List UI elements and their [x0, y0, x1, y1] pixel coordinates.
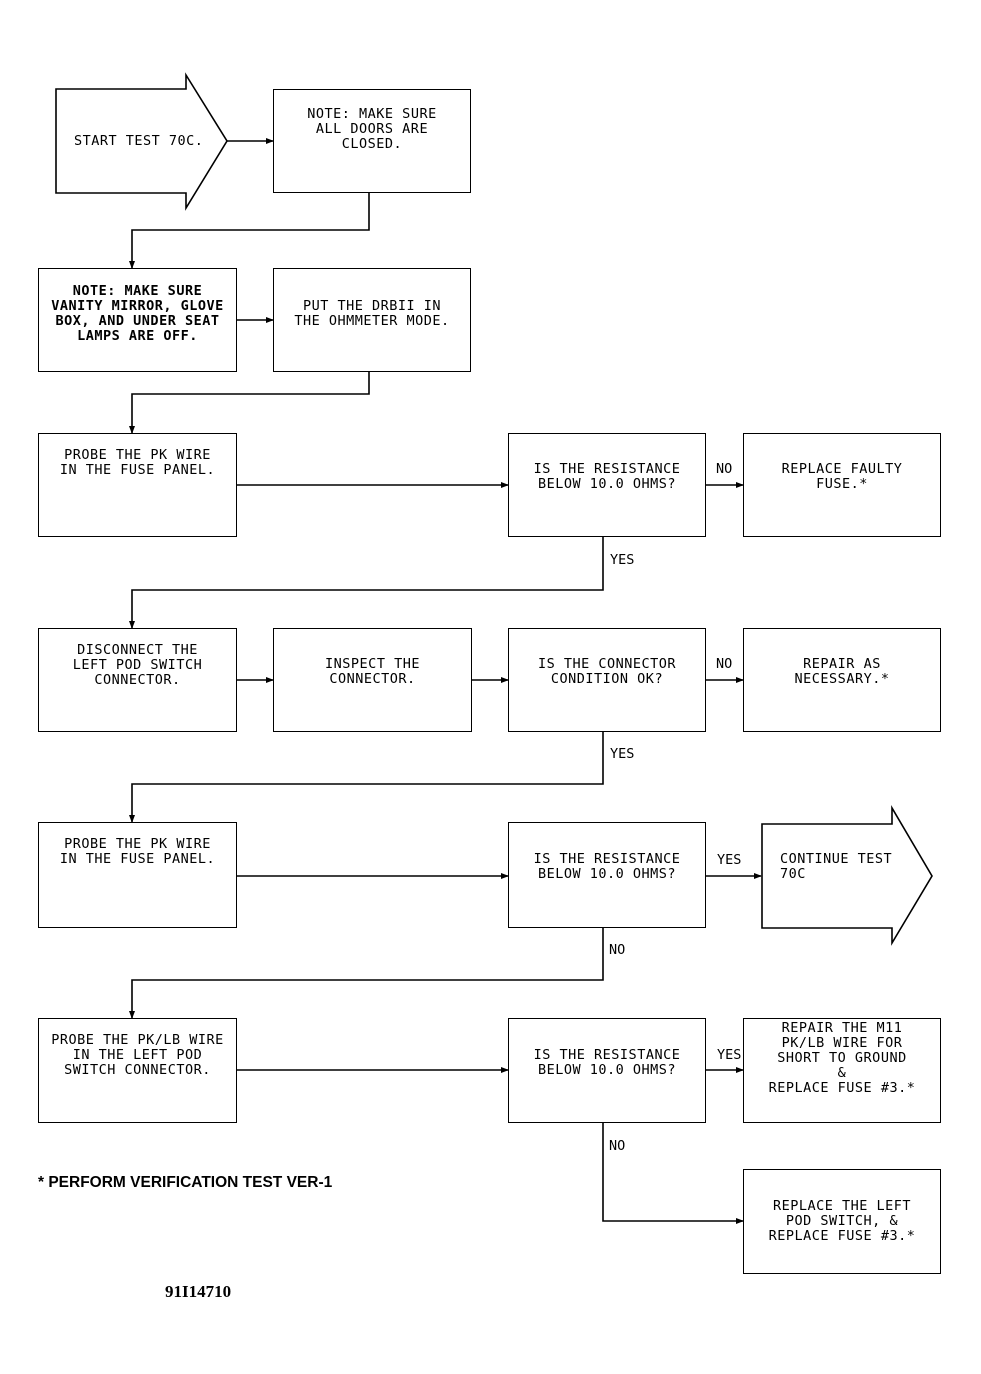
start-arrow-shape: [55, 72, 228, 211]
q2-yes-label: YES: [610, 746, 635, 762]
q1-no-label: NO: [716, 461, 733, 477]
repair-m11-box: REPAIR THE M11 PK/LB WIRE FOR SHORT TO G…: [743, 1018, 941, 1123]
note-doors-text: NOTE: MAKE SURE ALL DOORS ARE CLOSED.: [307, 105, 437, 152]
repair-as-necessary-box: REPAIR AS NECESSARY.*: [743, 628, 941, 732]
verification-footnote: * PERFORM VERIFICATION TEST VER-1: [38, 1174, 333, 1191]
replace-pod-switch-box: REPLACE THE LEFT POD SWITCH, & REPLACE F…: [743, 1169, 941, 1274]
repair-as-necessary-text: REPAIR AS NECESSARY.*: [794, 656, 890, 687]
start-test-label: START TEST 70C.: [74, 133, 204, 149]
probe-pk-wire-box-1: PROBE THE PK WIRE IN THE FUSE PANEL.: [38, 433, 237, 537]
continue-arrow-shape: [761, 805, 933, 946]
connector-condition-text: IS THE CONNECTOR CONDITION OK?: [537, 656, 677, 687]
connector-condition-question: IS THE CONNECTOR CONDITION OK?: [508, 628, 706, 732]
note-doors-box: NOTE: MAKE SURE ALL DOORS ARE CLOSED.: [273, 89, 471, 193]
probe-pk-wire-box-2: PROBE THE PK WIRE IN THE FUSE PANEL.: [38, 822, 237, 928]
figure-id: 91I14710: [165, 1282, 232, 1301]
q4-no-label: NO: [609, 1138, 626, 1154]
note-lamps-box: NOTE: MAKE SURE VANITY MIRROR, GLOVE BOX…: [38, 268, 237, 372]
note-lamps-text: NOTE: MAKE SURE VANITY MIRROR, GLOVE BOX…: [51, 283, 224, 344]
probe-pk-lb-wire-text: PROBE THE PK/LB WIRE IN THE LEFT POD SWI…: [51, 1032, 224, 1078]
inspect-box: INSPECT THE CONNECTOR.: [273, 628, 472, 732]
resistance-question-3: IS THE RESISTANCE BELOW 10.0 OHMS?: [508, 1018, 706, 1123]
replace-faulty-fuse-box: REPLACE FAULTY FUSE.*: [743, 433, 941, 537]
disconnect-text: DISCONNECT THE LEFT POD SWITCH CONNECTOR…: [72, 642, 203, 688]
probe-pk-wire-text-1: PROBE THE PK WIRE IN THE FUSE PANEL.: [59, 447, 216, 478]
q4-yes-label: YES: [717, 1047, 742, 1063]
drbii-box: PUT THE DRBII IN THE OHMMETER MODE.: [273, 268, 471, 372]
replace-pod-switch-text: REPLACE THE LEFT POD SWITCH, & REPLACE F…: [768, 1198, 916, 1244]
q3-no-label: NO: [609, 942, 626, 958]
inspect-text: INSPECT THE CONNECTOR.: [325, 656, 420, 687]
drbii-text: PUT THE DRBII IN THE OHMMETER MODE.: [294, 298, 450, 329]
resistance-question-2: IS THE RESISTANCE BELOW 10.0 OHMS?: [508, 822, 706, 928]
resistance-question-1: IS THE RESISTANCE BELOW 10.0 OHMS?: [508, 433, 706, 537]
q1-yes-label: YES: [610, 552, 635, 568]
q2-no-label: NO: [716, 656, 733, 672]
replace-faulty-fuse-text: REPLACE FAULTY FUSE.*: [781, 461, 903, 492]
q3-yes-label: YES: [717, 852, 742, 868]
repair-m11-text: REPAIR THE M11 PK/LB WIRE FOR SHORT TO G…: [768, 1020, 916, 1096]
resistance-question-2-text: IS THE RESISTANCE BELOW 10.0 OHMS?: [533, 851, 681, 882]
probe-pk-wire-text-2: PROBE THE PK WIRE IN THE FUSE PANEL.: [59, 836, 216, 867]
resistance-question-1-text: IS THE RESISTANCE BELOW 10.0 OHMS?: [533, 461, 681, 492]
resistance-question-3-text: IS THE RESISTANCE BELOW 10.0 OHMS?: [533, 1047, 681, 1078]
probe-pk-lb-wire-box: PROBE THE PK/LB WIRE IN THE LEFT POD SWI…: [38, 1018, 237, 1123]
continue-test-label: CONTINUE TEST 70C: [780, 851, 893, 882]
disconnect-box: DISCONNECT THE LEFT POD SWITCH CONNECTOR…: [38, 628, 237, 732]
